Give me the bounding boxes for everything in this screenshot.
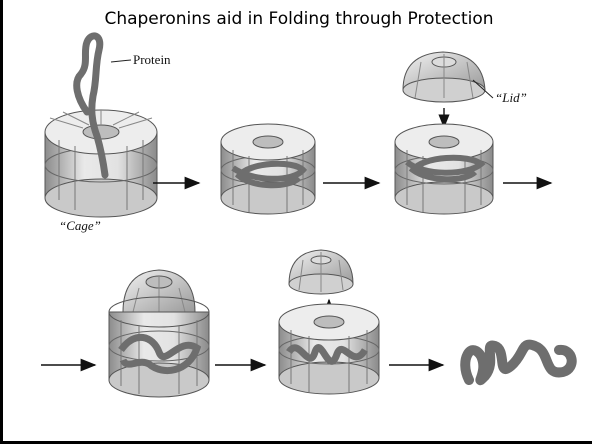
cage-label: “Cage” — [59, 218, 101, 233]
cage-protein-inside — [221, 124, 315, 214]
cage-folded-protein — [279, 304, 379, 394]
lid-label: “Lid” — [495, 90, 527, 105]
lid-released — [289, 250, 353, 294]
cage-capped — [109, 270, 209, 397]
protein-folded — [465, 345, 571, 381]
lid — [403, 52, 485, 102]
chaperonin-diagram: Protein “Cage” “Lid” — [3, 0, 592, 444]
cage-before-lid — [395, 124, 493, 214]
protein-label: Protein — [133, 52, 171, 67]
